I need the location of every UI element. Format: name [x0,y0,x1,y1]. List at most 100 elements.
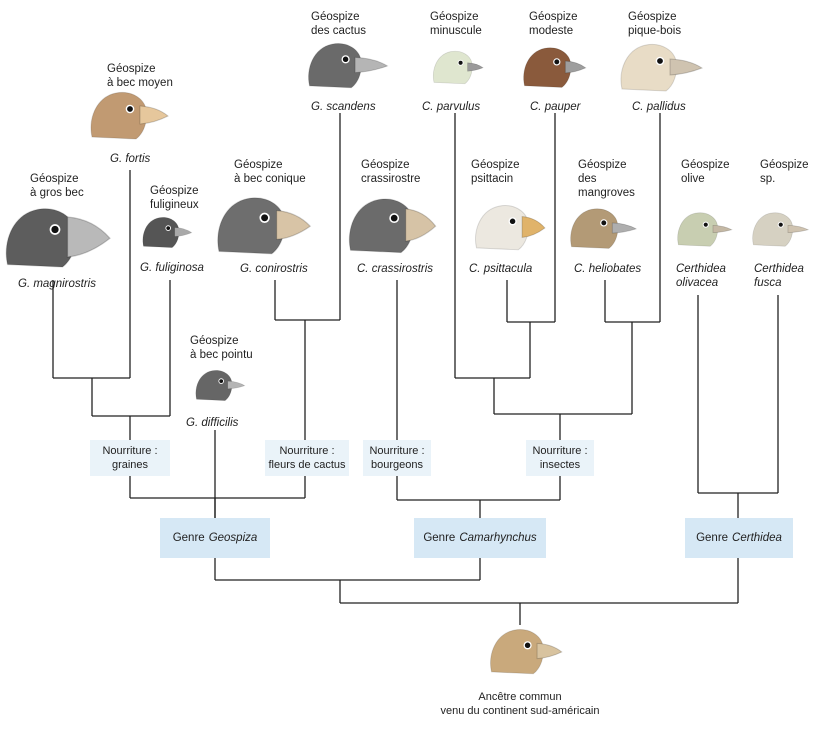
genus-name: Certhidea [732,532,782,544]
food-box-graines: Nourriture : graines [90,440,170,476]
finch-head-icon [142,216,193,248]
label-line: Géospize [361,159,410,171]
species-latin-name-difficilis: G. difficilis [186,416,238,430]
ancestor-label: Ancêtre commun venu du continent sud-amér… [441,690,600,718]
label-line: Nourriture : [369,445,425,457]
food-box-fleurs: Nourriture : fleurs de cactus [265,440,349,476]
species-latin-name-fortis: G. fortis [110,152,150,166]
label-line: Nourriture : [279,445,335,457]
label-line: Nourriture : [102,445,158,457]
species-latin-name-fuliginosa: G. fuliginosa [140,261,204,275]
species-common-name-difficilis: Géospize à bec pointu [190,334,253,362]
label-line: Géospize [234,159,283,171]
label-line: G. fuliginosa [140,262,204,274]
finch-head-icon [308,43,389,89]
finch-head-icon [90,91,169,140]
label-line: des [578,173,597,185]
finch-head-icon [677,212,733,247]
label-line: fusca [754,277,782,289]
label-line: à bec conique [234,173,306,185]
species-latin-name-pallidus: C. pallidus [632,100,686,114]
label-line: C. parvulus [422,101,481,113]
finch-head-icon [570,208,638,249]
food-box-insectes: Nourriture :insectes [526,440,594,476]
species-latin-name-parvulus: C. parvulus [422,100,480,114]
label-line: olivacea [676,277,719,289]
label-line: Géospize [760,159,809,171]
finch-head-icon [217,197,312,255]
label-line: C. crassirostris [357,263,434,275]
food-box-bourgeons: Nourriture : bourgeons [363,440,431,476]
label-line: Géospize [578,159,627,171]
species-common-name-crassirostris: Géospize crassirostre [361,158,420,186]
genus-prefix: Genre [423,532,456,544]
label-line: Géospize [150,185,199,197]
species-latin-name-crassirostris: C. crassirostris [357,262,433,276]
genus-name: Camarhynchus [459,532,537,544]
label-line: fuligineux [150,199,199,211]
label-line: Géospize [681,159,730,171]
label-line: Géospize [529,11,578,23]
label-line: graines [111,459,149,471]
label-line: pique-bois [628,25,682,37]
label-line: insectes [539,459,581,471]
label-line: Géospize [471,159,520,171]
label-line: à gros bec [30,187,84,199]
genus-prefix: Genre [172,532,205,544]
finch-head-icon [475,205,546,251]
species-common-name-conirostris: Géospize à bec conique [234,158,306,186]
species-common-name-pauper: Géospize modeste [529,10,578,38]
label-line: Certhidea [754,263,804,275]
label-line: G. fortis [110,153,151,165]
species-common-name-fortis: Géospize à bec moyen [107,62,173,90]
label-line: crassirostre [361,173,421,185]
label-line: C. pauper [530,101,581,113]
label-line: Ancêtre commun [478,691,562,703]
species-common-name-heliobates: Géospize des mangroves [578,158,635,200]
finch-head-icon [490,629,563,675]
label-line: Géospize [107,63,156,75]
label-line: venu du continent sud-américain [440,705,600,717]
finch-head-icon [195,369,246,401]
species-latin-name-heliobates: C. heliobates [574,262,641,276]
finch-head-icon [620,43,704,92]
species-latin-name-conirostris: G. conirostris [240,262,308,276]
label-line: G. scandens [311,101,376,113]
species-common-name-pallidus: Géospize pique-bois [628,10,681,38]
label-line: mangroves [578,187,635,199]
label-line: G. difficilis [186,417,239,429]
genus-name: Geospiza [208,532,258,544]
label-line: G. conirostris [240,263,308,275]
label-line: C. heliobates [574,263,642,275]
species-latin-name-pauper: C. pauper [530,100,581,114]
label-line: à bec moyen [107,77,173,89]
label-line: Géospize [430,11,479,23]
label-line: bourgeons [371,459,423,471]
species-latin-name-psittacula: C. psittacula [469,262,532,276]
genus-prefix: Genre [696,532,729,544]
label-line: Géospize [628,11,677,23]
label-line: à bec pointu [190,349,253,361]
label-line: modeste [529,25,574,37]
finch-head-icon [5,208,111,268]
label-line: Géospize [190,335,239,347]
finch-head-icon [432,50,484,85]
finch-head-icon [348,198,437,254]
species-latin-name-fusca: Certhidea fusca [754,262,804,290]
species-common-name-parvulus: Géospize minuscule [430,10,482,38]
label-line: minuscule [430,25,482,37]
label-line: C. pallidus [632,101,686,113]
label-line: fleurs de cactus [268,459,346,471]
label-line: G. magnirostris [18,278,96,290]
label-line: sp. [760,173,776,185]
